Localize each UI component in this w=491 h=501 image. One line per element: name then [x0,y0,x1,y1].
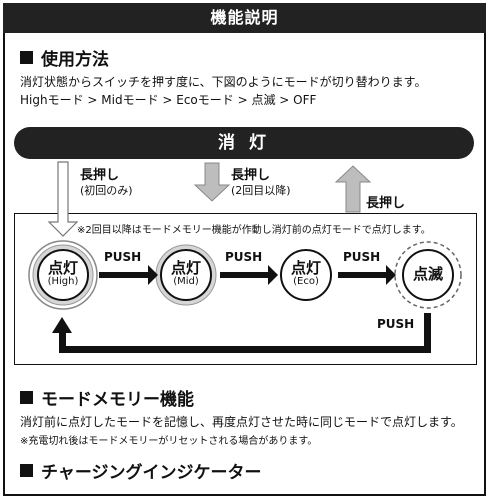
usage-heading: 使用方法 [20,45,109,70]
square-bullet-icon [20,464,33,477]
memory-heading: モードメモリー機能 [20,385,194,410]
push-label-4: PUSH [377,317,415,331]
mode-memory-note: ※2回目以降はモードメモリー機能が作動し消灯前の点灯モードで点灯します。 [77,225,431,236]
memory-line-1: 消灯前に点灯したモードを記憶し、再度点灯させた時に同じモードで点灯します。 [20,415,463,429]
mode-high-label: 点灯 (High) [47,259,79,287]
long-press-arrow-up-gray-icon [334,165,372,213]
usage-line-1: 消灯状態からスイッチを押す度に、下図のようにモードが切り替わります。 [20,75,427,89]
charge-heading: チャージングインジケーター [20,458,262,483]
mode-high-circle [28,240,98,310]
long-press-label-1: 長押し [80,168,120,183]
long-press-arrow-down-gray-icon [193,162,231,202]
mode-blink-circle [394,241,462,309]
long-press-label-1-sub: (初回のみ) [80,184,133,197]
square-bullet-icon [20,391,33,404]
mode-eco-circle [280,249,332,301]
push-label-3: PUSH [343,250,381,264]
push-arrow-3-icon [338,265,396,285]
square-bullet-icon [20,51,33,64]
mode-blink-label: 点滅 [412,265,443,283]
memory-heading-text: モードメモリー機能 [41,390,194,410]
usage-line-2: Highモード > Midモード > Ecoモード > 点滅 > OFF [20,93,317,107]
memory-note: ※充電切れ後はモードメモリーがリセットされる場合があります。 [20,436,318,447]
push-arrow-1-icon [99,265,158,285]
mode-eco-label: 点灯 (Eco) [290,259,321,287]
long-press-label-3: 長押し [366,196,406,211]
charge-heading-text: チャージングインジケーター [41,463,262,483]
page-title: 機能説明 [3,3,486,33]
push-arrow-2-icon [220,265,278,285]
mode-cycle-box [14,213,477,365]
push-label-1: PUSH [104,250,142,264]
long-press-label-2-sub: (2回目以降) [231,184,291,197]
long-press-arrow-down-outline-icon [47,161,79,237]
mode-mid-circle [155,244,217,306]
usage-heading-text: 使用方法 [41,50,109,70]
long-press-label-2: 長押し [231,168,271,183]
push-label-2: PUSH [225,250,263,264]
off-state-bar: 消 灯 [14,127,474,159]
mode-mid-label: 点灯 (Mid) [170,259,201,287]
